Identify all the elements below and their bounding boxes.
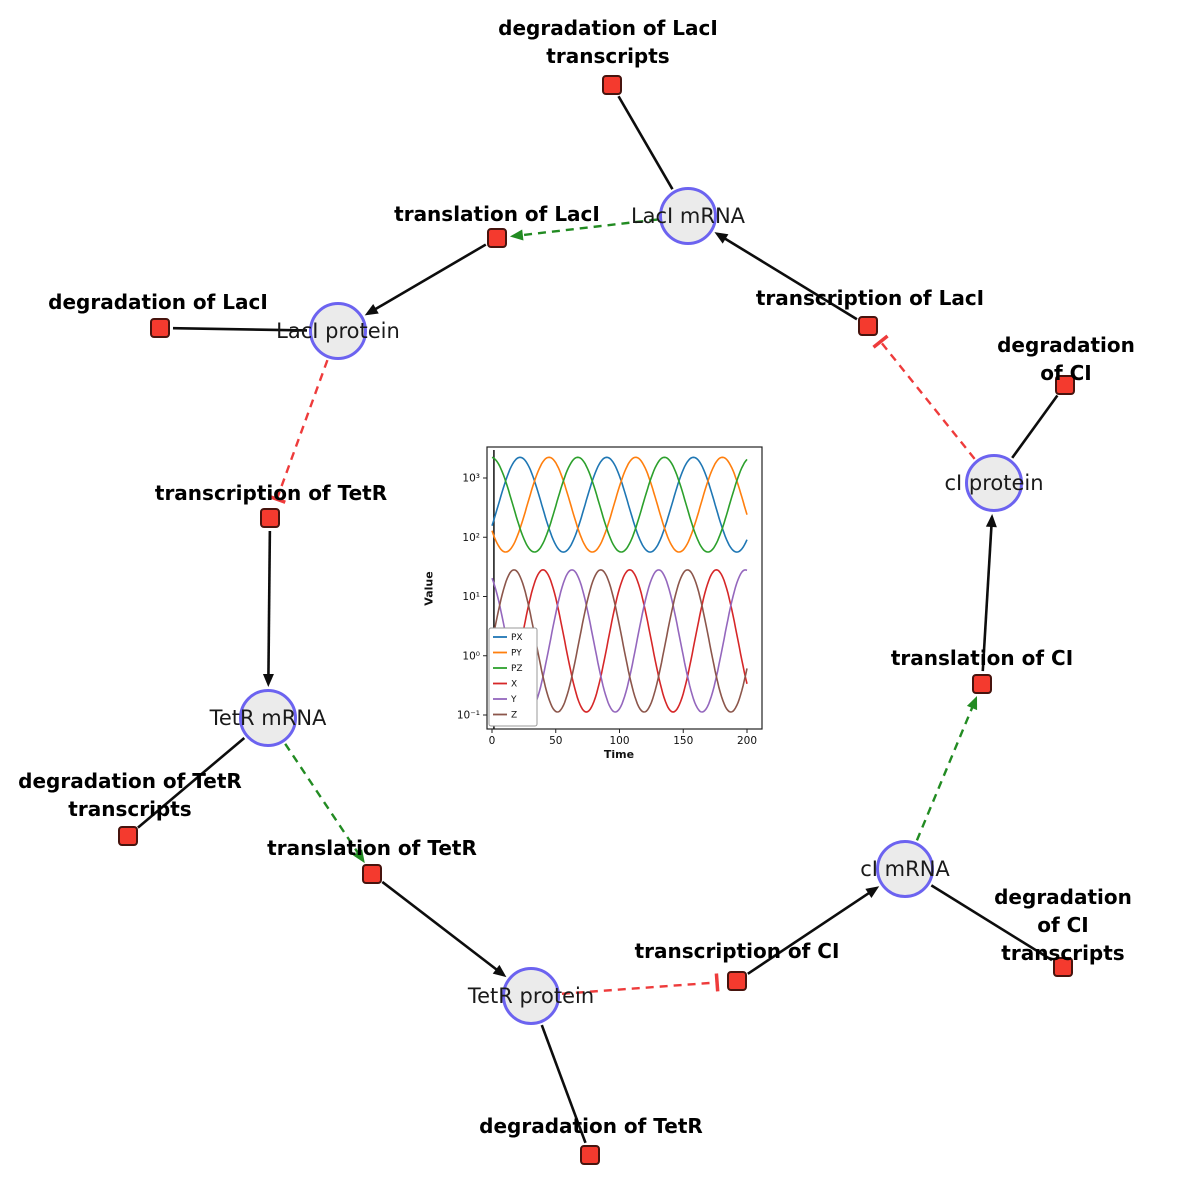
edge-translation-laci-to-laci-protein-arrowhead (364, 304, 379, 316)
edge-tetr-protein-to-deg-tetr (540, 1024, 587, 1144)
edge-ci-protein-to-transcription-laci-tbar (872, 334, 889, 349)
chart-ylabel: Value (422, 571, 436, 606)
edge-translation-ci-to-ci-protein (981, 522, 993, 672)
y-tick-label: 10¹ (462, 591, 480, 603)
edge-laci-mrna-to-translation-laci (518, 218, 658, 237)
edge-transcription-laci-to-laci-mrna-arrowhead (714, 232, 729, 244)
edge-transcription-laci-to-laci-mrna (721, 235, 858, 321)
legend-label-Z: Z (511, 711, 517, 721)
edge-tetr-mrna-to-deg-tetr-tx (137, 736, 246, 829)
edge-ci-mrna-to-translation-ci-arrowhead (966, 696, 978, 711)
edge-transcription-tetr-to-tetr-mrna-arrowhead (262, 673, 274, 688)
edge-tetr-mrna-to-translation-tetr (284, 743, 361, 857)
edge-translation-laci-to-laci-protein (371, 243, 487, 312)
timeseries-plot: 10³ 10² 10¹ 10⁰ 10⁻¹ 0 50 100 150 200 PX PY PZ XYZ (457, 446, 763, 747)
legend-label-PX: PX (511, 633, 523, 643)
edge-ci-mrna-to-translation-ci (915, 703, 975, 841)
legend-label-PZ: PZ (511, 664, 523, 674)
legend-label-Y: Y (510, 695, 517, 705)
edge-tetr-mrna-to-translation-tetr-arrowhead (353, 849, 365, 864)
edge-ci-protein-to-deg-ci (1011, 394, 1059, 459)
edge-translation-tetr-to-tetr-protein (381, 880, 501, 973)
x-tick-label: 50 (549, 735, 562, 747)
edge-laci-protein-to-transcription-tetr-tbar (267, 494, 286, 504)
x-tick-label: 150 (673, 735, 693, 747)
edge-transcription-tetr-to-tetr-mrna (267, 530, 272, 679)
edge-ci-protein-to-transcription-laci (879, 340, 976, 460)
edge-laci-protein-to-transcription-tetr (275, 359, 329, 500)
series-X (491, 568, 748, 713)
edge-laci-mrna-to-translation-laci-arrowhead (509, 229, 524, 241)
legend-label-X: X (511, 680, 517, 690)
edge-laci-protein-to-deg-laci (172, 326, 308, 332)
x-tick-label: 200 (737, 735, 757, 747)
chart-xlabel: Time (603, 748, 635, 761)
y-tick-label: 10² (462, 532, 480, 544)
x-tick-label: 0 (489, 735, 496, 747)
series-PY (491, 456, 748, 553)
edge-transcription-ci-to-ci-mrna (747, 890, 873, 975)
edge-tetr-protein-to-transcription-ci (561, 981, 718, 995)
edge-ci-mrna-to-deg-ci-tx (930, 884, 1053, 962)
series-PZ (491, 456, 748, 553)
edge-transcription-ci-to-ci-mrna-arrowhead (865, 886, 880, 898)
edge-tetr-protein-to-transcription-ci-tbar (714, 973, 720, 992)
edge-translation-ci-to-ci-protein-arrowhead (985, 513, 997, 528)
edge-laci-mrna-to-deg-laci-tx (617, 95, 674, 190)
series-PX (491, 456, 748, 553)
y-tick-label: 10⁰ (462, 650, 480, 662)
legend-label-PY: PY (511, 649, 522, 659)
x-tick-label: 100 (609, 735, 629, 747)
y-tick-label: 10⁻¹ (457, 710, 480, 722)
chart-axes-frame (486, 446, 763, 730)
y-tick-label: 10³ (462, 473, 480, 485)
